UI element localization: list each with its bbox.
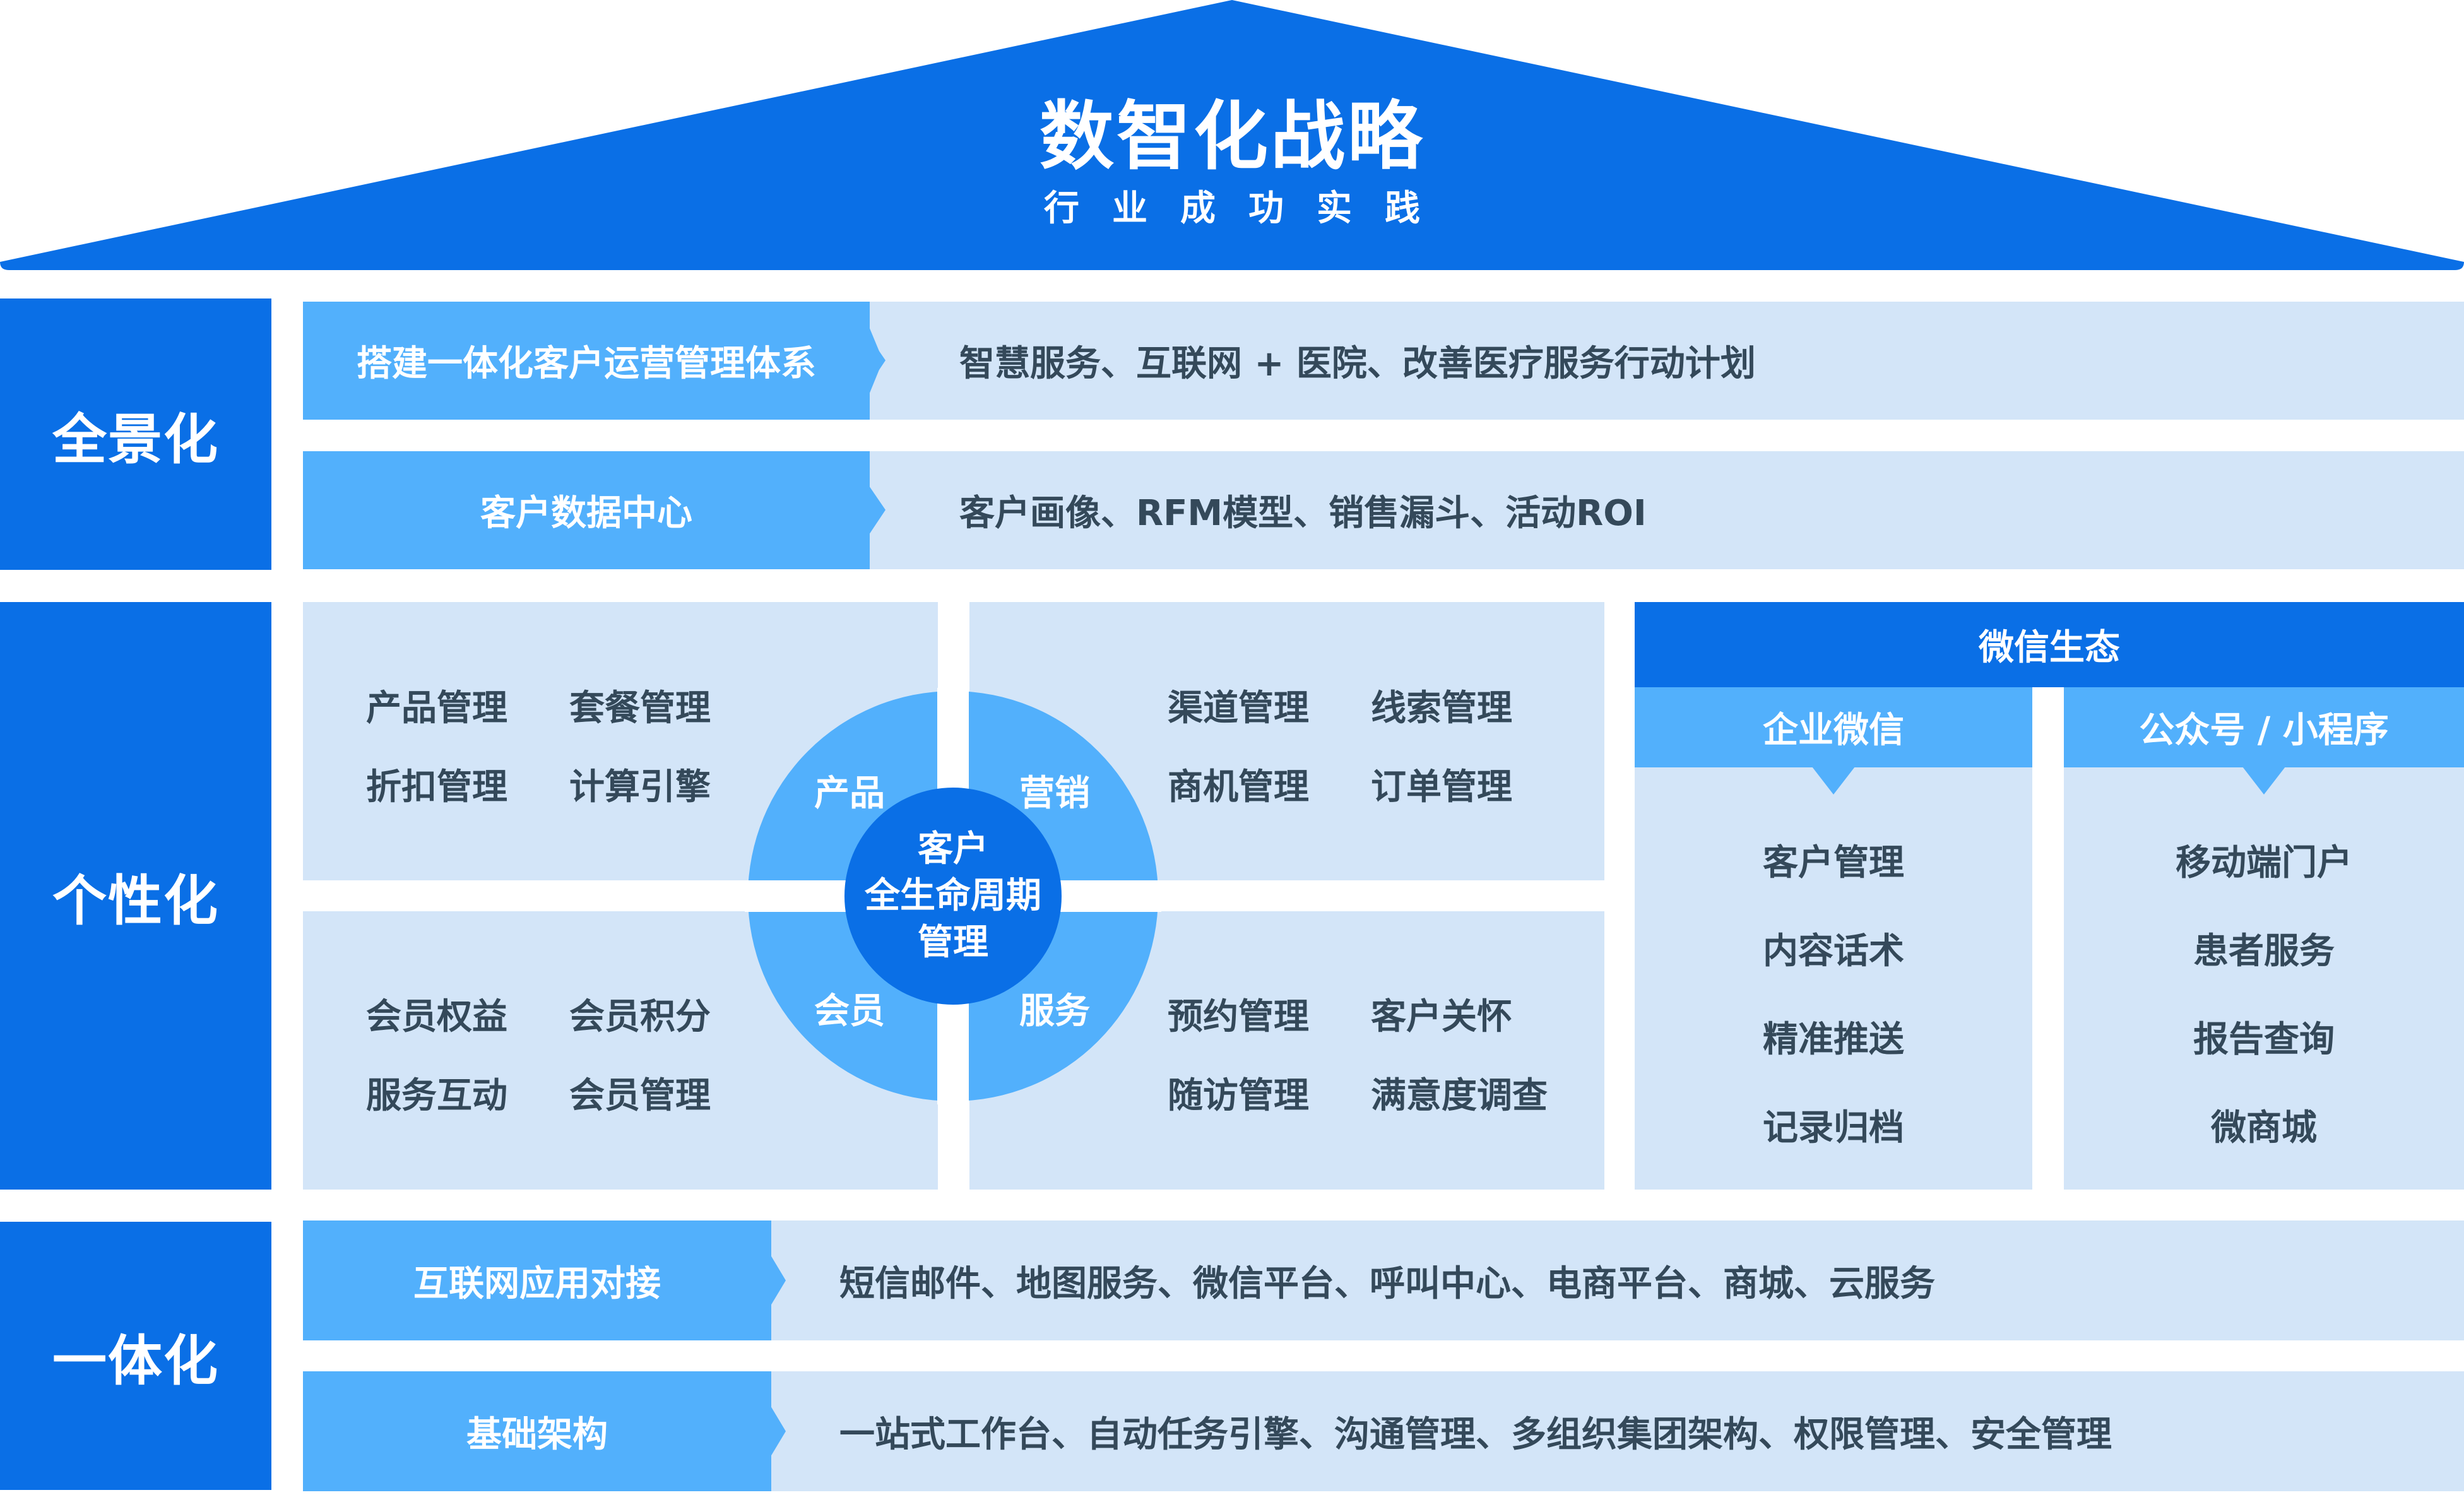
- row-content-text: 一站式工作台、自动任务引擎、沟通管理、多组织集团架构、权限管理、安全管理: [839, 1414, 2112, 1455]
- center-line: 全生命周期: [865, 875, 1041, 916]
- quadrant-item: 产品管理: [366, 688, 507, 729]
- lifecycle-ring: [745, 688, 1161, 1104]
- chevron-down-icon: [2242, 767, 2285, 795]
- section-label-personalized: 个性化: [0, 602, 271, 1190]
- ring-label-marketing: 营销: [1019, 773, 1090, 814]
- quadrant-item: 客户关怀: [1371, 996, 1512, 1037]
- wechat-item: 报告查询: [2193, 1019, 2335, 1060]
- section-label-panoramic: 全景化: [0, 298, 271, 570]
- section-label-integrated: 一体化: [0, 1222, 271, 1490]
- quadrant-item: 渠道管理: [1168, 688, 1309, 729]
- chevron-right-icon: [869, 302, 886, 420]
- page-title: 数智化战略: [1039, 93, 1424, 180]
- quadrant-item: 会员权益: [366, 996, 507, 1037]
- chevron-right-icon: [771, 1406, 786, 1457]
- wechat-title: 微信生态: [1635, 602, 2464, 687]
- quadrant-item: 折扣管理: [366, 767, 507, 808]
- roof-banner: [0, 0, 2464, 270]
- wechat-item: 客户管理: [1763, 842, 1904, 884]
- chevron-right-icon: [771, 1255, 786, 1306]
- row-tag: 互联网应用对接: [303, 1220, 771, 1340]
- row-tag: 搭建一体化客户运营管理体系: [303, 302, 870, 420]
- quadrant-item: 商机管理: [1168, 767, 1309, 808]
- quadrant-item: 会员积分: [569, 996, 711, 1037]
- wechat-item: 精准推送: [1763, 1019, 1904, 1060]
- wechat-item: 患者服务: [2193, 931, 2335, 972]
- lifecycle-center: 客户 全生命周期 管理: [844, 788, 1062, 1005]
- chevron-right-icon: [869, 486, 886, 535]
- wechat-column-title: 公众号 / 小程序: [2064, 687, 2464, 767]
- ring-label-product: 产品: [814, 773, 885, 814]
- quadrant-item: 随访管理: [1168, 1075, 1309, 1116]
- center-line: 管理: [918, 922, 988, 963]
- row-tag: 基础架构: [303, 1371, 771, 1491]
- center-line: 客户: [918, 829, 988, 870]
- ring-label-service: 服务: [1019, 991, 1090, 1032]
- quadrant-item: 线索管理: [1371, 688, 1512, 729]
- wechat-item: 内容话术: [1763, 931, 1904, 972]
- page-subtitle: 行业成功实践: [1044, 188, 1453, 229]
- quadrant-item: 满意度调查: [1371, 1075, 1548, 1116]
- quadrant-item: 会员管理: [569, 1075, 711, 1116]
- wechat-item: 移动端门户: [2176, 842, 2352, 884]
- quadrant-item: 计算引擎: [569, 767, 711, 808]
- ring-label-member: 会员: [814, 991, 885, 1032]
- wechat-item: 微商城: [2211, 1108, 2317, 1149]
- chevron-down-icon: [1812, 767, 1855, 795]
- row-content-text: 智慧服务、互联网 + 医院、改善医疗服务行动计划: [959, 343, 1756, 384]
- row-tag: 客户数据中心: [303, 451, 870, 569]
- wechat-column-title: 企业微信: [1635, 687, 2032, 767]
- wechat-item: 记录归档: [1763, 1108, 1904, 1149]
- quadrant-item: 订单管理: [1371, 767, 1512, 808]
- quadrant-item: 套餐管理: [569, 688, 711, 729]
- row-content-text: 短信邮件、地图服务、微信平台、呼叫中心、电商平台、商城、云服务: [839, 1263, 1935, 1304]
- row-content-text: 客户画像、RFM模型、销售漏斗、活动ROI: [959, 493, 1647, 534]
- quadrant-item: 服务互动: [366, 1075, 507, 1116]
- quadrant-item: 预约管理: [1168, 996, 1309, 1037]
